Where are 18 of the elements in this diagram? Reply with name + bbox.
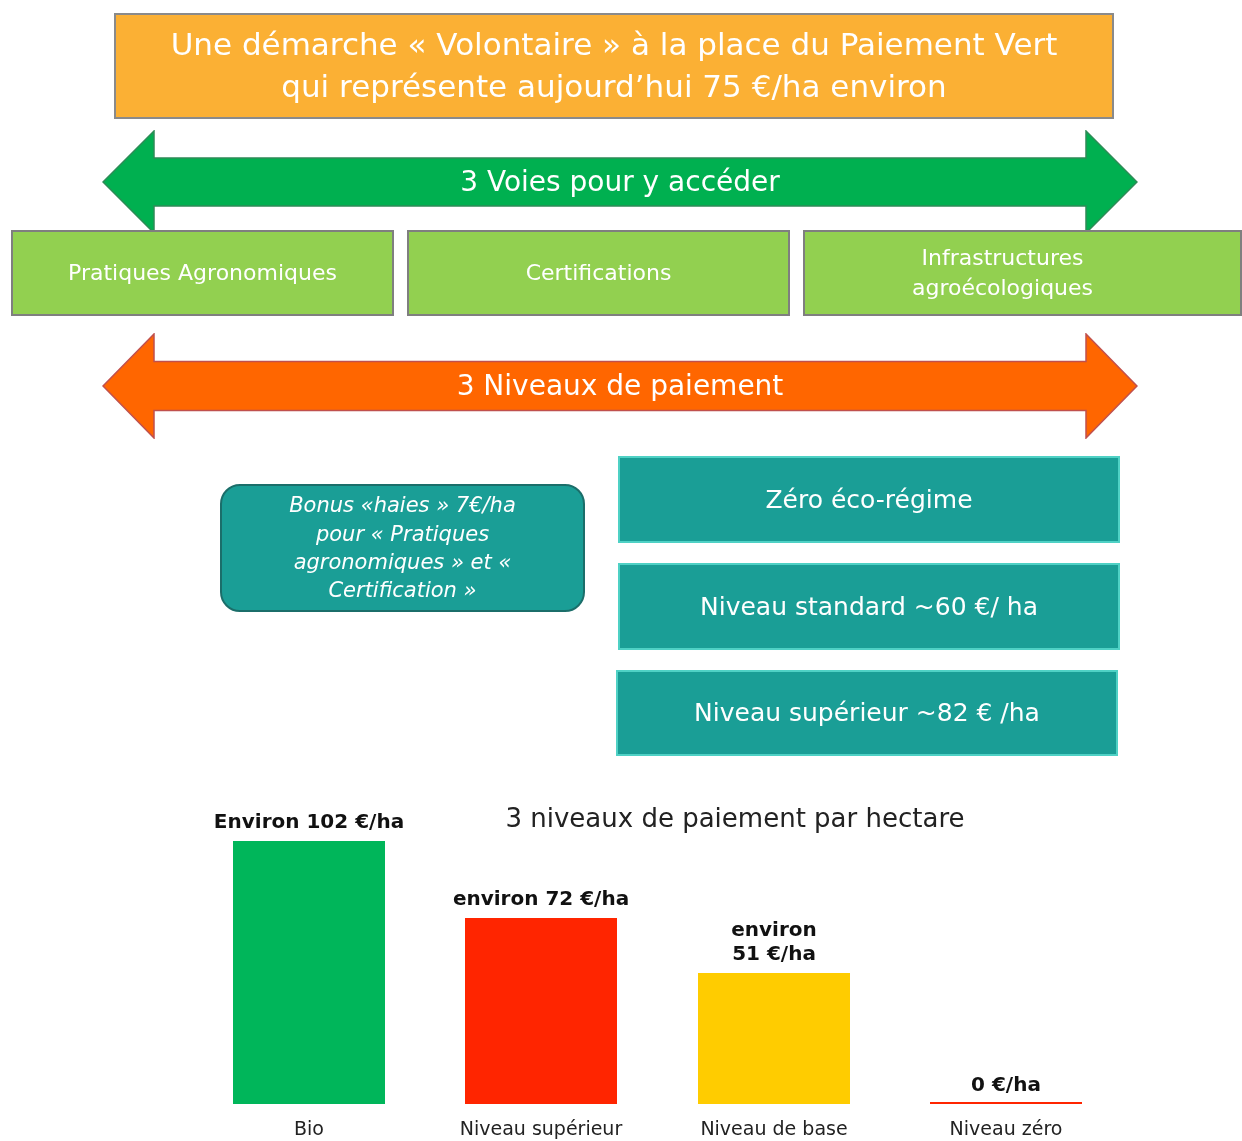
level-box: Niveau supérieur ~82 € /ha bbox=[616, 670, 1118, 756]
category-box: Pratiques Agronomiques bbox=[11, 230, 394, 316]
chart-title: 3 niveaux de paiement par hectare bbox=[504, 803, 966, 833]
category-label: Niveau zéro bbox=[948, 1117, 1064, 1139]
heading-box: Une démarche « Volontaire » à la place du Paiement Vert qui représente aujourd’hui 75 €/ha environ bbox=[114, 13, 1114, 119]
value-label: 0 €/ha bbox=[970, 1072, 1042, 1096]
level-box: Niveau standard ~60 €/ ha bbox=[618, 563, 1120, 650]
level-box: Zéro éco-régime bbox=[618, 456, 1120, 543]
value-label: environ 72 €/ha bbox=[451, 886, 631, 911]
category-box: Certifications bbox=[407, 230, 790, 316]
double-arrow: 3 Niveaux de paiement bbox=[102, 333, 1138, 439]
category-label: Niveau supérieur bbox=[458, 1117, 624, 1139]
category-label: Bio bbox=[293, 1117, 325, 1139]
category-box: Infrastructures agroécologiques bbox=[803, 230, 1242, 316]
category-label: Niveau de base bbox=[699, 1117, 849, 1139]
value-label: Environ 102 €/ha bbox=[212, 809, 406, 833]
value-label: environ 51 €/ha bbox=[730, 916, 818, 965]
bonus-box: Bonus «haies » 7€/ha pour « Pratiques agronomiques » et « Certification » bbox=[220, 484, 585, 612]
